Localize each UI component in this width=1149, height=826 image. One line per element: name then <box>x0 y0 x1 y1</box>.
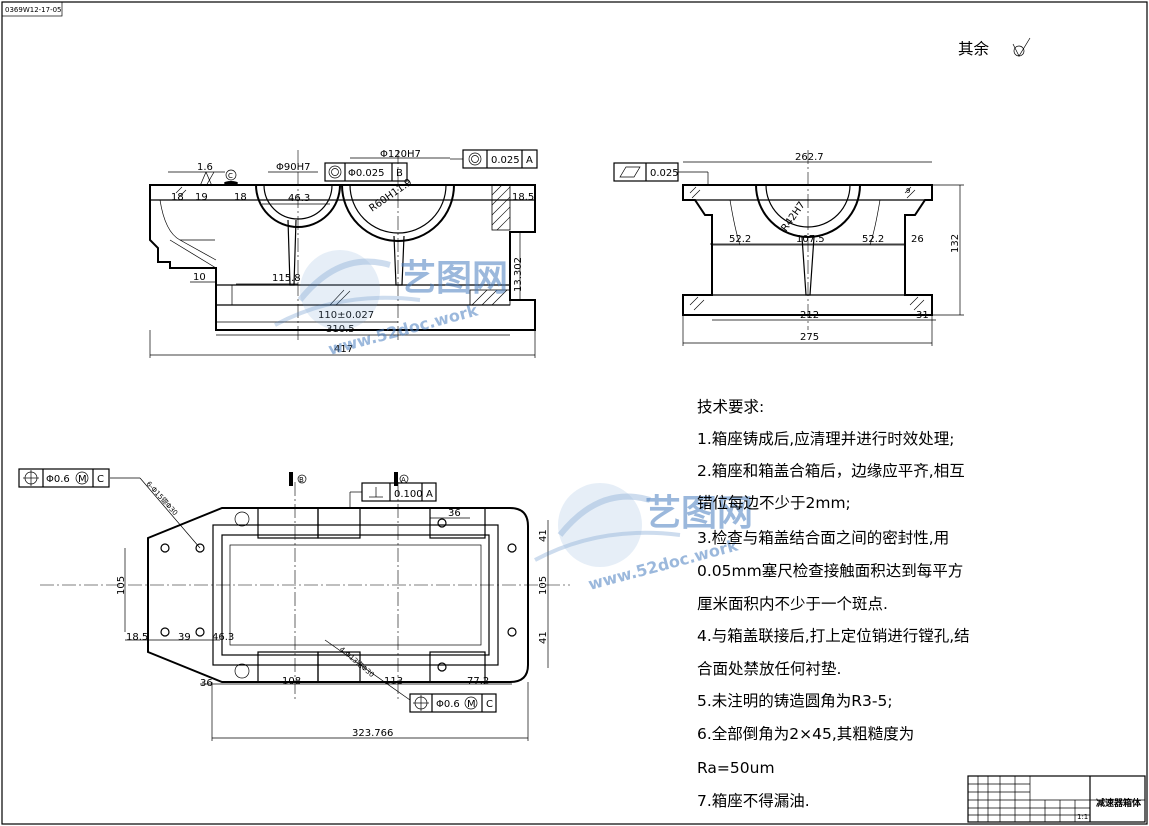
top-dim-108: 108 <box>282 676 301 687</box>
top-dim-113: 113 <box>384 676 403 687</box>
req-line-2: 2.箱座和箱盖合箱后，边缘应平齐,相互 <box>697 461 965 480</box>
front-datum-c: C <box>228 172 233 180</box>
tol-large-datum: A <box>526 155 533 166</box>
tol-frame-small <box>324 162 408 182</box>
perp-frame <box>349 482 437 508</box>
top-dim-39: 39 <box>178 632 191 643</box>
side-dim-132: 132 <box>950 234 961 253</box>
front-dim-18-5: 18.5 <box>512 192 534 203</box>
title-block <box>967 775 1146 823</box>
watermark-brand-2: 艺图网 <box>645 493 753 534</box>
roughness-symbol-icon <box>1012 37 1031 57</box>
req-line-1: 1.箱座铸成后,应清理并进行时效处理; <box>697 429 954 448</box>
req-line-8: 合面处禁放任何衬垫. <box>697 660 841 678</box>
side-dim-107-5: 107.5 <box>796 234 825 245</box>
side-dim-52-2b: 52.2 <box>862 234 884 245</box>
tol-small-datum: B <box>396 168 403 179</box>
top-dim-41b: 41 <box>538 631 549 644</box>
front-dim-18b: 18 <box>234 192 247 203</box>
front-dim-110: 110±0.027 <box>318 310 374 321</box>
top-dim-105b: 105 <box>538 576 549 595</box>
perp-value: 0.100 <box>394 489 423 500</box>
top-dim-46-3: 46.3 <box>212 632 234 643</box>
front-dim-r60: R60H11.9 <box>367 177 414 214</box>
technical-requirements: 技术要求: 1.箱座铸成后,应清理并进行时效处理; 2.箱座和箱盖合箱后，边缘应… <box>697 398 970 810</box>
front-dim-46-3: 46.3 <box>288 193 310 204</box>
watermark-logo-icon-2 <box>534 483 681 567</box>
req-line-10: 6.全部倒角为2×45,其粗糙度为 <box>697 725 914 743</box>
front-dim-18a: 18 <box>171 192 184 203</box>
top-hole-left: 6-Φ15锪Φ30 <box>145 479 180 517</box>
req-line-3: 错位每边不少于2mm; <box>697 494 851 512</box>
req-line-5: 0.05mm塞尺检查接触面积达到每平方 <box>697 562 963 580</box>
front-dim-310-5: 310.5 <box>326 324 355 335</box>
req-line-9: 5.未注明的铸造圆角为R3-5; <box>697 692 893 710</box>
title-block-name: 减速器箱体 <box>1096 797 1142 809</box>
side-dim-31: 31 <box>916 310 929 321</box>
front-bore-small: Φ90H7 <box>276 162 310 173</box>
drawing-number: 0369W12-17-05 <box>5 6 62 14</box>
watermark-brand: 艺图网 <box>400 258 508 299</box>
tol-large-value: 0.025 <box>491 155 520 166</box>
tol-top-right-mod: M <box>467 699 476 710</box>
top-hole-right: 4-Φ13锪Φ30 <box>338 645 377 679</box>
top-dim-41a: 41 <box>538 529 549 542</box>
tol-frame-large <box>450 149 538 169</box>
front-dim-10: 10 <box>193 272 206 283</box>
tol-top-left-value: Φ0.6 <box>46 474 70 485</box>
tol-frame-top-right <box>409 693 497 713</box>
top-dim-323-766: 323.766 <box>352 728 393 739</box>
tol-top-left-datum: C <box>97 474 104 485</box>
front-roughness: 1.6 <box>197 162 213 173</box>
side-view <box>682 150 964 346</box>
watermark-logo-icon <box>274 250 421 330</box>
side-dim-r42: R42H7 <box>779 200 807 234</box>
drawing-number-box <box>1 1 63 17</box>
front-dim-13-302: 13.302 <box>513 257 524 292</box>
tol-small-value: Φ0.025 <box>348 168 385 179</box>
top-dim-18-5: 18.5 <box>126 632 148 643</box>
top-dim-36a: 36 <box>448 508 461 519</box>
top-view <box>40 472 570 741</box>
top-datum-b: B <box>299 476 304 484</box>
front-dim-115-8: 115.8 <box>272 273 301 284</box>
side-dim-9: 9 <box>906 187 910 195</box>
top-dim-105a: 105 <box>116 576 127 595</box>
req-line-6: 厘米面积内不少于一个斑点. <box>697 595 888 613</box>
flatness-frame <box>613 162 709 185</box>
title-block-scale: 1:1 <box>1077 813 1088 821</box>
side-dim-212: 212 <box>800 310 819 321</box>
side-flatness-value: 0.025 <box>650 168 679 179</box>
roughness-note-label: 其余 <box>958 39 990 58</box>
top-dim-77-2: 77.2 <box>467 676 489 687</box>
side-dim-52-2a: 52.2 <box>729 234 751 245</box>
side-dim-26: 26 <box>911 234 924 245</box>
tol-frame-top-left <box>18 468 110 488</box>
req-heading: 技术要求: <box>697 398 764 416</box>
tol-top-left-mod: M <box>78 474 87 485</box>
req-line-7: 4.与箱盖联接后,打上定位销进行镗孔,结 <box>697 627 970 645</box>
side-dim-262-7: 262.7 <box>795 152 824 163</box>
side-dim-275: 275 <box>800 332 819 343</box>
tol-top-right-datum: C <box>486 699 493 710</box>
tol-top-right-value: Φ0.6 <box>436 699 460 710</box>
top-dim-36b: 36 <box>200 678 213 689</box>
front-bore-large: Φ120H7 <box>380 149 421 160</box>
perp-datum: A <box>426 489 433 500</box>
front-dim-19: 19 <box>195 192 208 203</box>
req-line-11: Ra=50um <box>697 759 775 777</box>
front-dim-417: 417 <box>334 344 353 355</box>
top-datum-a: A <box>401 476 406 484</box>
req-line-12: 7.箱座不得漏油. <box>697 792 810 810</box>
front-view <box>149 150 536 358</box>
req-line-4: 3.检查与箱盖结合面之间的密封性,用 <box>697 529 949 547</box>
